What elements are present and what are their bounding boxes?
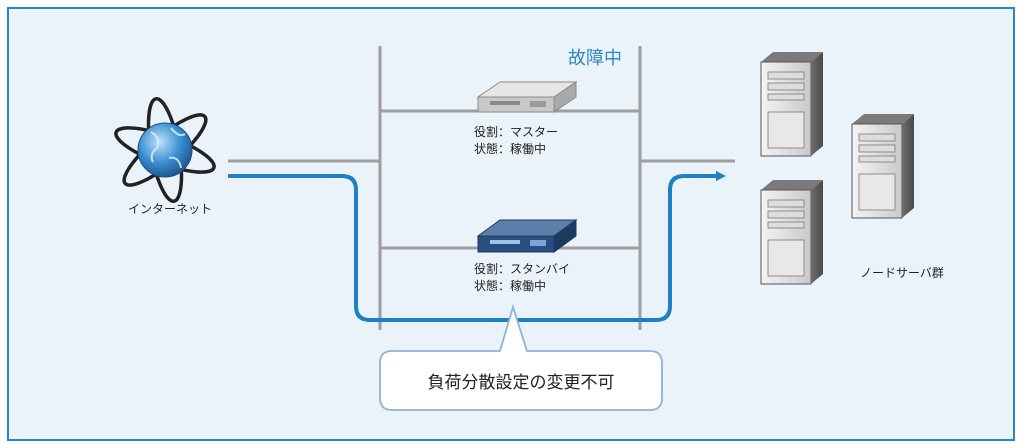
callout-box — [379, 303, 663, 411]
internet-label: インターネット — [128, 202, 212, 216]
callout-text: 負荷分散設定の変更不可 — [428, 373, 615, 393]
tower-server-icon — [760, 52, 823, 157]
master-role-label: 役割：マスター — [474, 124, 558, 139]
standby-load-balancer-icon — [476, 219, 578, 253]
fault-label: 故障中 — [568, 48, 622, 69]
standby-state-label: 状態：稼働中 — [474, 278, 546, 293]
standby-role-label: 役割：スタンバイ — [474, 261, 570, 276]
master-load-balancer-icon — [476, 81, 578, 113]
node-servers-label: ノードサーバ群 — [860, 266, 944, 280]
tower-server-icon — [760, 180, 823, 285]
globe-icon — [114, 96, 216, 204]
master-state-label: 状態：稼働中 — [474, 141, 546, 156]
tower-server-icon — [851, 114, 914, 219]
